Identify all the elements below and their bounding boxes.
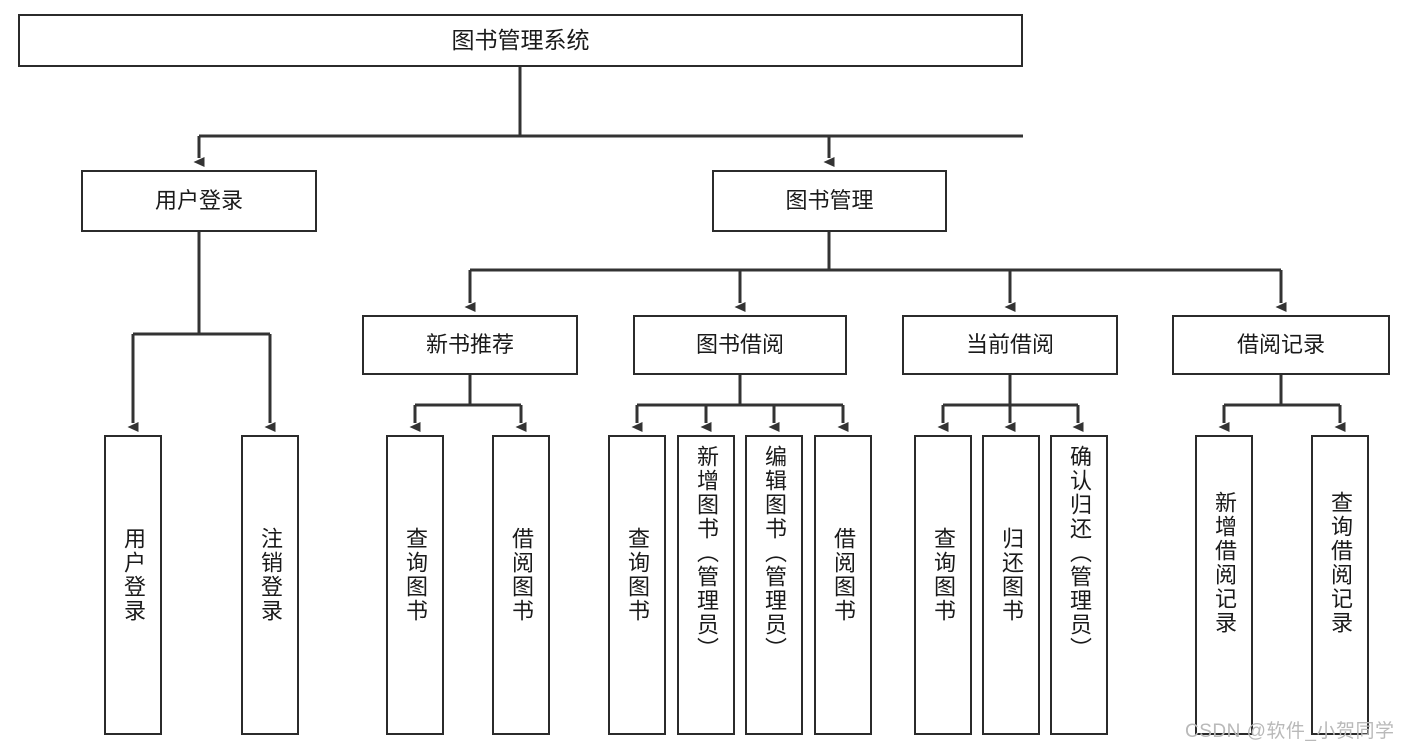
connectors-borrow-to-leaves xyxy=(631,375,849,432)
node-current-borrow-label: 当前借阅 xyxy=(965,332,1054,358)
leaf-current-return-book[interactable]: 归还图书 xyxy=(982,435,1040,735)
connectors-newbook-to-leaves xyxy=(409,375,527,432)
leaf-record-add-record-label: 新增借阅记录 xyxy=(1212,491,1237,635)
node-new-book-recommend-label: 新书推荐 xyxy=(425,332,514,358)
leaf-record-query-record[interactable]: 查询借阅记录 xyxy=(1311,435,1369,735)
leaf-current-confirm-return-admin-label: 确认归还（管理员） xyxy=(1067,445,1092,661)
node-user-login[interactable]: 用户登录 xyxy=(81,170,317,232)
leaf-borrow-edit-book-admin-label: 编辑图书（管理员） xyxy=(762,445,787,661)
node-current-borrow[interactable]: 当前借阅 xyxy=(902,315,1118,375)
leaf-user-login-login-label: 用户登录 xyxy=(121,527,146,623)
leaf-user-login-logout[interactable]: 注销登录 xyxy=(241,435,299,735)
leaf-current-confirm-return-admin[interactable]: 确认归还（管理员） xyxy=(1050,435,1108,735)
leaf-borrow-borrow-book-label: 借阅图书 xyxy=(831,527,856,623)
node-borrow-record[interactable]: 借阅记录 xyxy=(1172,315,1390,375)
leaf-borrow-add-book-admin[interactable]: 新增图书（管理员） xyxy=(677,435,735,735)
leaf-borrow-query-book[interactable]: 查询图书 xyxy=(608,435,666,735)
leaf-newbook-borrow-book-label: 借阅图书 xyxy=(509,527,534,623)
leaf-record-add-record[interactable]: 新增借阅记录 xyxy=(1195,435,1253,735)
connectors-bookmgmt-to-level3 xyxy=(464,232,1287,312)
connectors-userlogin-to-leaves xyxy=(127,232,276,432)
leaf-current-query-book[interactable]: 查询图书 xyxy=(914,435,972,735)
connectors-current-to-leaves xyxy=(937,375,1084,432)
connectors-root-to-level2 xyxy=(193,67,1023,167)
connectors-record-to-leaves xyxy=(1218,375,1346,432)
leaf-current-query-book-label: 查询图书 xyxy=(931,527,956,623)
node-borrow-record-label: 借阅记录 xyxy=(1236,332,1325,358)
leaf-borrow-edit-book-admin[interactable]: 编辑图书（管理员） xyxy=(745,435,803,735)
leaf-current-return-book-label: 归还图书 xyxy=(999,527,1024,623)
leaf-borrow-query-book-label: 查询图书 xyxy=(625,527,650,623)
leaf-borrow-add-book-admin-label: 新增图书（管理员） xyxy=(694,445,719,661)
node-book-management-label: 图书管理 xyxy=(785,188,874,214)
node-new-book-recommend[interactable]: 新书推荐 xyxy=(362,315,578,375)
node-book-management[interactable]: 图书管理 xyxy=(712,170,947,232)
node-root-system[interactable]: 图书管理系统 xyxy=(18,14,1023,67)
node-root-label: 图书管理系统 xyxy=(451,26,590,53)
leaf-user-login-logout-label: 注销登录 xyxy=(258,527,283,623)
node-book-borrow[interactable]: 图书借阅 xyxy=(633,315,847,375)
leaf-borrow-borrow-book[interactable]: 借阅图书 xyxy=(814,435,872,735)
leaf-newbook-query-book-label: 查询图书 xyxy=(403,527,428,623)
leaf-record-query-record-label: 查询借阅记录 xyxy=(1328,491,1353,635)
watermark: CSDN @软件_小贺同学 xyxy=(1185,721,1395,742)
node-user-login-label: 用户登录 xyxy=(154,188,243,214)
leaf-user-login-login[interactable]: 用户登录 xyxy=(104,435,162,735)
node-book-borrow-label: 图书借阅 xyxy=(695,332,784,358)
leaf-newbook-query-book[interactable]: 查询图书 xyxy=(386,435,444,735)
leaf-newbook-borrow-book[interactable]: 借阅图书 xyxy=(492,435,550,735)
